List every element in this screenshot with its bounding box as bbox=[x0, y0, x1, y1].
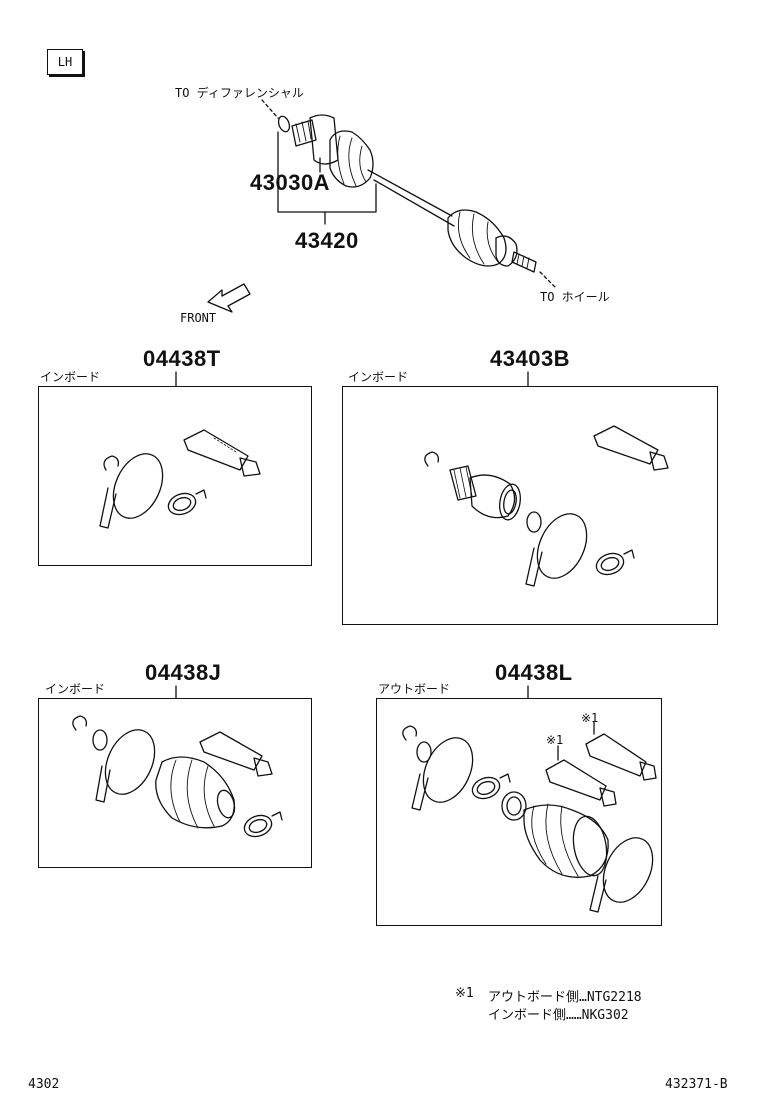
kit3-parts bbox=[72, 715, 283, 838]
kit2-parts bbox=[424, 425, 669, 587]
kit2-snap-ring-icon bbox=[424, 451, 440, 467]
kit2-frame bbox=[342, 386, 718, 625]
inner-boot-icon bbox=[329, 130, 374, 188]
figure-id: 432371-B bbox=[665, 1077, 728, 1092]
kit3-frame bbox=[38, 698, 312, 868]
footnote-mark: ※1 bbox=[455, 986, 474, 1001]
axle-shaft-icon bbox=[367, 169, 453, 217]
front-arrow-icon bbox=[207, 283, 251, 313]
drive-shaft-assembly bbox=[261, 99, 557, 289]
outer-joint-icon bbox=[495, 235, 518, 267]
outer-boot-icon bbox=[447, 209, 507, 267]
kit2-side-label: インボード bbox=[348, 370, 409, 384]
kit3-snap-ring2-icon bbox=[92, 729, 108, 751]
kit2-grease-tube-icon bbox=[593, 425, 659, 465]
to-wheel-label: TO ホイール bbox=[540, 290, 610, 304]
page-number: 4302 bbox=[28, 1077, 60, 1092]
kit3-side-label: インボード bbox=[45, 682, 106, 696]
kit2-spline-icon bbox=[449, 465, 477, 501]
footnote-inboard: インボード側……NKG302 bbox=[488, 1008, 629, 1023]
part-number-43420[interactable]: 43420 bbox=[295, 228, 359, 253]
kit1-grease-tube-icon bbox=[183, 429, 249, 471]
part-number-04438J[interactable]: 04438J bbox=[145, 660, 222, 685]
kit1-frame bbox=[38, 386, 312, 566]
kit1-side-label: インボード bbox=[40, 370, 101, 384]
inner-spline-stub-icon bbox=[291, 119, 317, 147]
diff-snap-ring-icon bbox=[277, 115, 291, 133]
kit1-boot-clamp-icon bbox=[112, 453, 164, 519]
note-mark-grease-b: ※1 bbox=[546, 733, 564, 747]
kit3-boot-clamp-icon bbox=[104, 729, 156, 795]
kit2-joint-housing-icon bbox=[469, 474, 516, 519]
kit1-parts bbox=[99, 429, 261, 529]
front-label: FRONT bbox=[180, 311, 217, 325]
inner-joint-housing-icon bbox=[309, 114, 339, 165]
kit4-large-clamp-icon bbox=[602, 837, 654, 903]
kit2-snap-ring2-icon bbox=[526, 511, 542, 533]
part-number-04438L[interactable]: 04438L bbox=[495, 660, 573, 685]
footnote-outboard: アウトボード側…NTG2218 bbox=[488, 990, 642, 1005]
part-number-04438T[interactable]: 04438T bbox=[143, 346, 221, 371]
kit4-grease-tube-1-icon bbox=[585, 733, 647, 777]
wheel-leader-line bbox=[539, 271, 557, 289]
kit4-snap-ring2-icon bbox=[416, 741, 432, 763]
kit4-boot-clamp-icon bbox=[422, 737, 474, 803]
part-bracket-43420 bbox=[277, 131, 377, 213]
kit1-small-clamp-icon bbox=[167, 492, 197, 516]
kit4-parts bbox=[402, 721, 657, 913]
kit4-boot-icon bbox=[523, 804, 609, 878]
kit4-frame bbox=[376, 698, 662, 926]
kit2-small-clamp-icon bbox=[595, 552, 625, 576]
diff-leader-line bbox=[261, 99, 279, 119]
kit4-small-clamp-icon bbox=[471, 776, 501, 800]
kit4-clamp-ring-icon bbox=[501, 791, 527, 821]
kit3-snap-ring-icon bbox=[72, 715, 88, 731]
kit3-small-clamp-icon bbox=[243, 814, 273, 838]
side-label: LH bbox=[47, 49, 83, 75]
kit4-snap-ring-icon bbox=[402, 725, 418, 741]
to-differential-label: TO ディファレンシャル bbox=[175, 86, 304, 100]
kit3-boot-icon bbox=[155, 756, 235, 829]
kit2-boot-clamp-icon bbox=[536, 513, 588, 579]
kit4-grease-tube-2-icon bbox=[545, 759, 607, 801]
kit4-side-label: アウトボード bbox=[378, 682, 451, 696]
outer-spline-stub-icon bbox=[511, 251, 537, 273]
kit3-grease-tube-icon bbox=[199, 731, 263, 771]
part-number-43030A[interactable]: 43030A bbox=[250, 170, 331, 195]
kit1-snap-ring-icon bbox=[103, 455, 120, 471]
part-number-43403B[interactable]: 43403B bbox=[490, 346, 571, 371]
